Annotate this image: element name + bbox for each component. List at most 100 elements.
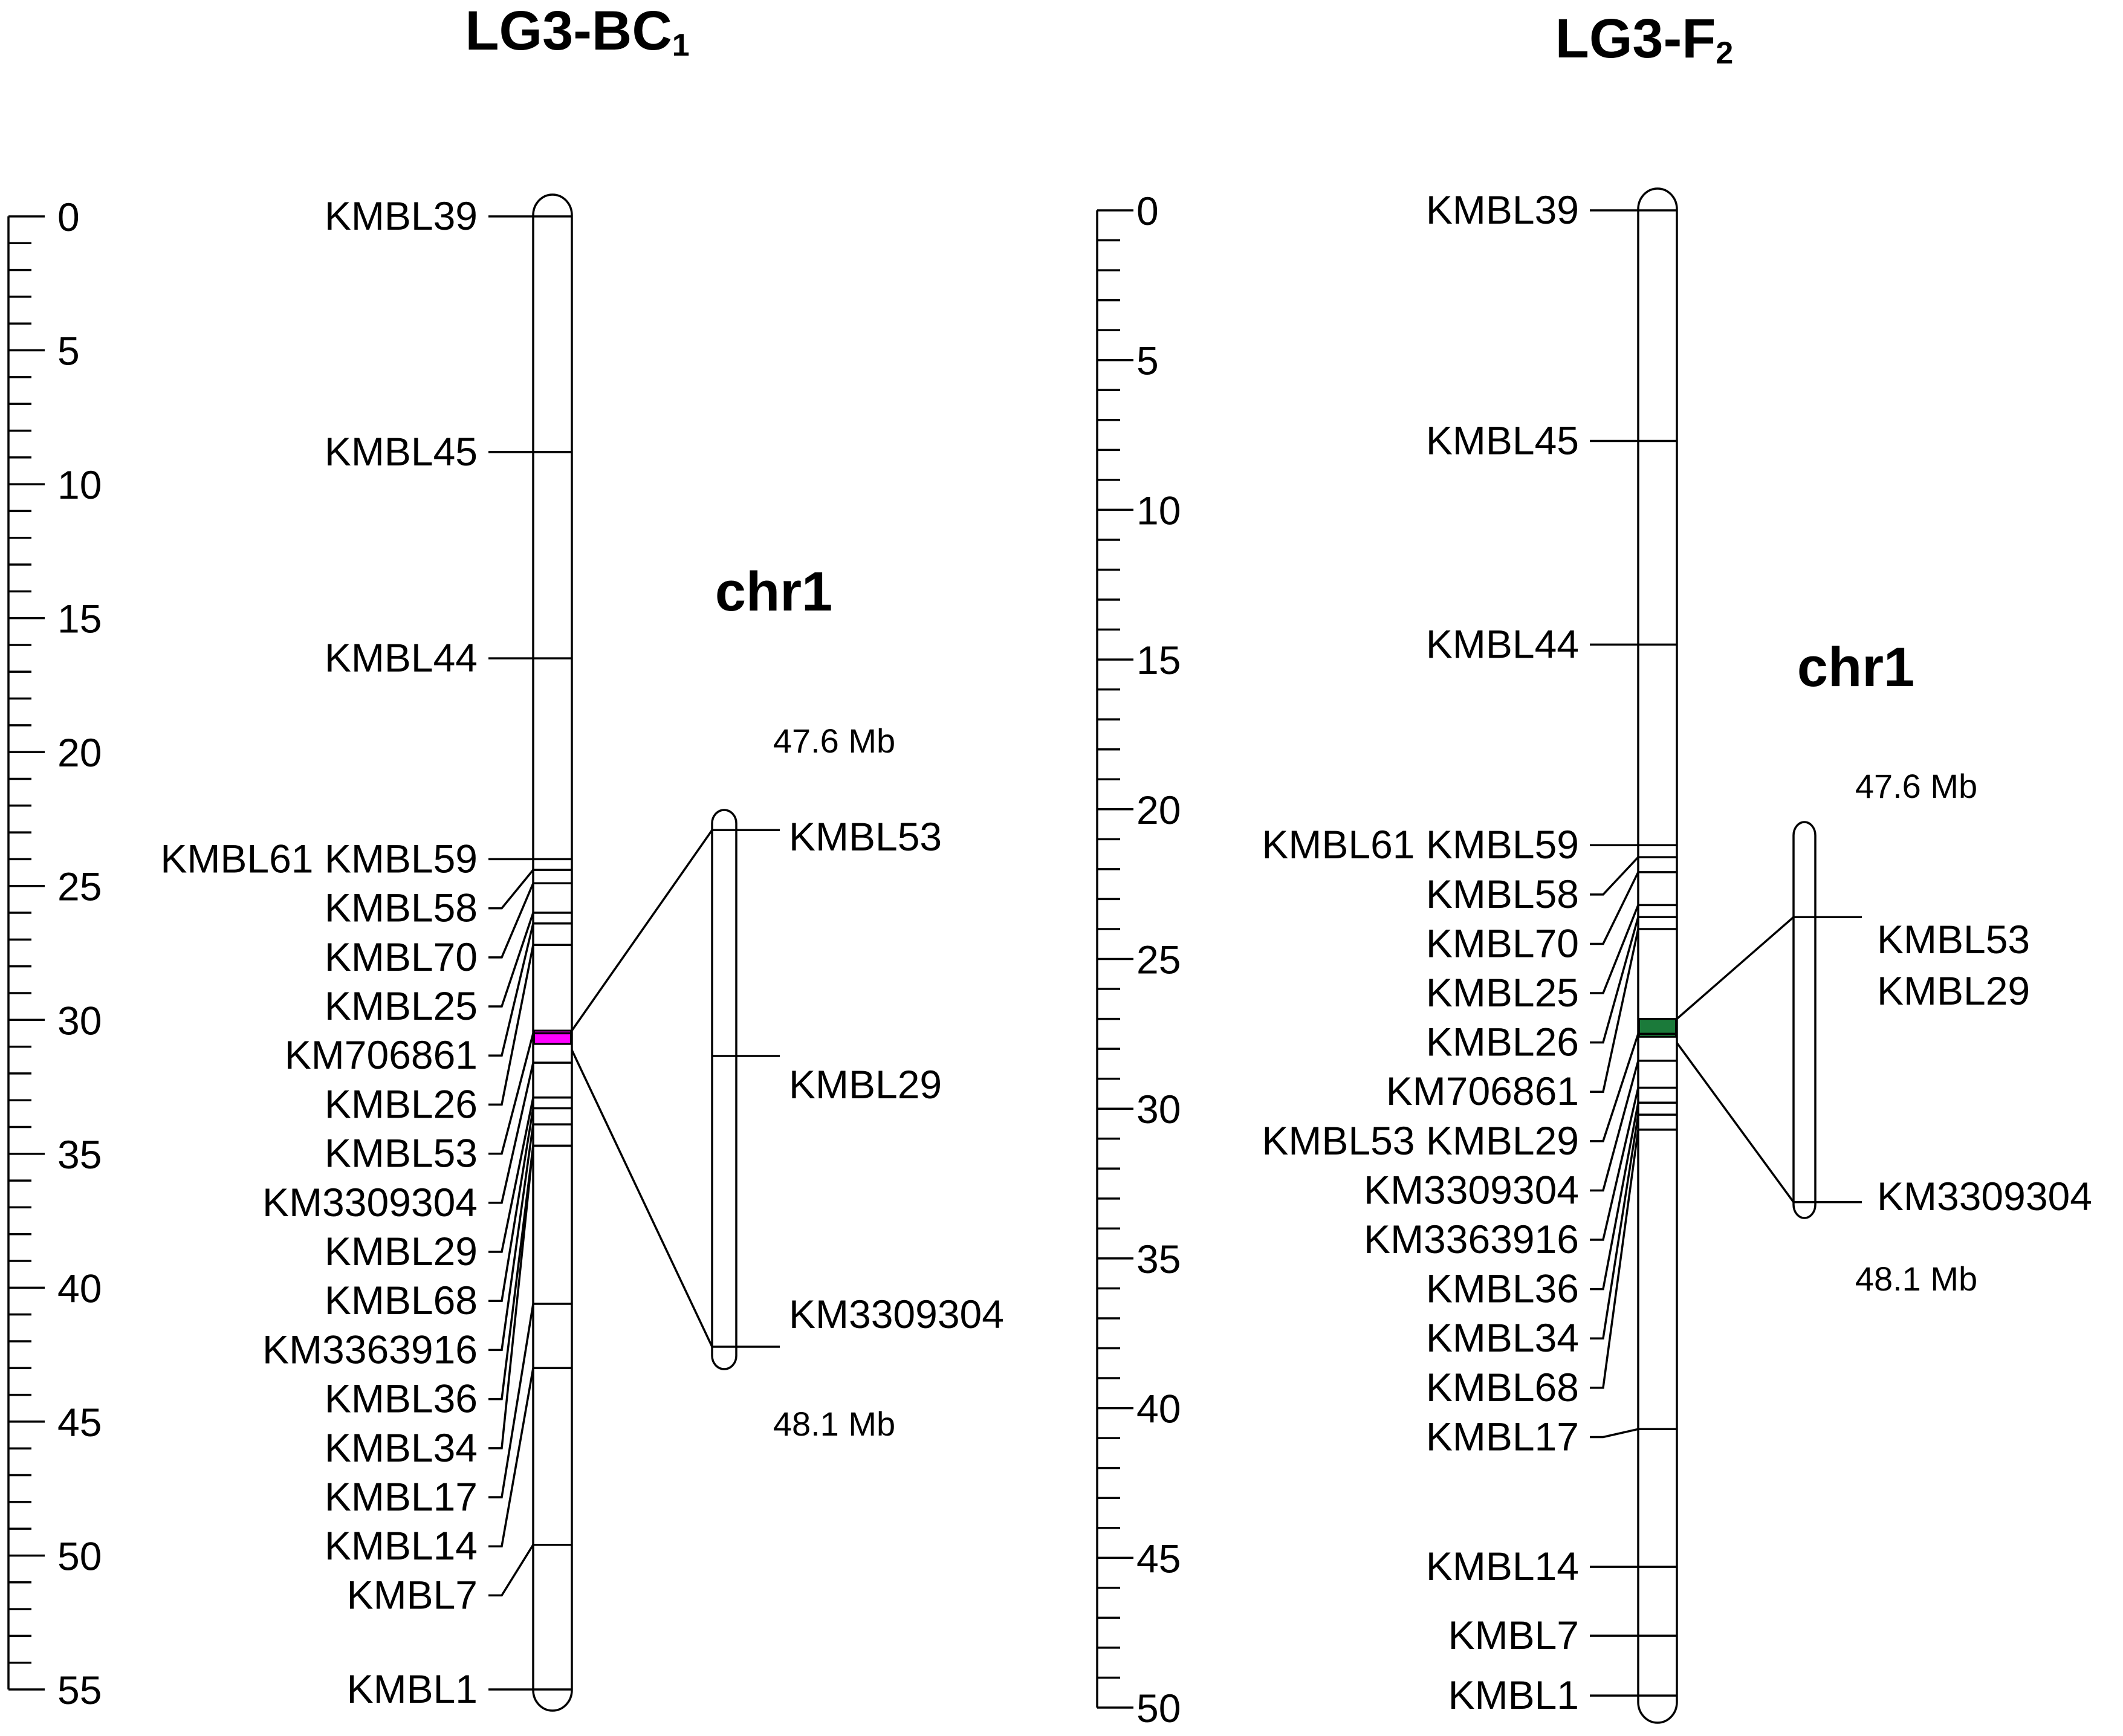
physical-end-label: 48.1 Mb (773, 1405, 895, 1443)
scale-tick-label: 45 (57, 1400, 102, 1445)
marker-connector (488, 883, 534, 959)
physical-chromosome-bar (1792, 821, 1817, 1219)
marker-label: KMBL68 (1426, 1365, 1579, 1410)
zoom-line-top (571, 829, 713, 1031)
scale-tick-label: 40 (57, 1266, 102, 1310)
marker-label: KMBL25 (325, 983, 478, 1028)
marker-label: KMBL45 (1426, 418, 1579, 462)
physical-chromosome-bar (711, 809, 737, 1370)
physical-marker-label: KMBL53 (789, 814, 942, 859)
physical-marker-label: KMBL29 (1877, 968, 2030, 1013)
marker-label: KMBL53 KMBL29 (1262, 1118, 1579, 1163)
marker-connector (1590, 928, 1639, 1093)
marker-label: KMBL26 (1426, 1020, 1579, 1064)
marker-label: KMBL61 KMBL59 (160, 836, 478, 881)
marker-connector (1590, 1114, 1639, 1339)
marker-label: KMBL26 (325, 1081, 478, 1126)
physical-marker-label: KM3309304 (789, 1292, 1004, 1336)
panel-title: LG3-BC1 (465, 0, 689, 63)
marker-label: KMBL1 (347, 1666, 478, 1711)
marker-label: KM3363916 (1364, 1217, 1579, 1262)
marker-label: KMBL25 (1426, 970, 1579, 1015)
marker-label: KMBL44 (1426, 621, 1579, 666)
marker-connector (1590, 916, 1639, 1044)
marker-label: KMBL45 (325, 429, 478, 474)
marker-connector (488, 869, 534, 910)
zoom-line-top (1676, 916, 1795, 1020)
physical-chromosome-title: chr1 (715, 561, 832, 623)
physical-chromosome-title: chr1 (1797, 636, 1914, 698)
marker-label: KMBL61 KMBL59 (1262, 822, 1579, 867)
marker-label: KMBL7 (347, 1572, 478, 1617)
marker-label: KMBL29 (325, 1229, 478, 1274)
scale-tick-label: 35 (1136, 1237, 1181, 1281)
marker-label: KMBL14 (1426, 1544, 1579, 1589)
marker-label: KM706861 (1386, 1069, 1579, 1113)
scale-tick-label: 15 (1136, 638, 1181, 682)
scale-tick-label: 40 (1136, 1387, 1181, 1431)
scale-tick-label: 0 (57, 195, 80, 239)
marker-connector (488, 1108, 534, 1302)
marker-label: KMBL68 (325, 1278, 478, 1323)
scale-tick-label: 25 (1136, 938, 1181, 982)
scale-tick-label: 25 (57, 864, 102, 909)
zoom-line-bottom (571, 1049, 713, 1347)
marker-label: KMBL70 (325, 934, 478, 979)
panel-lg3-f2: LG3-F205101520253035404550KMBL39KMBL45KM… (1096, 8, 2092, 1731)
marker-label: KMBL34 (325, 1425, 478, 1470)
scale-tick-label: 20 (57, 730, 102, 775)
physical-marker-label: KM3309304 (1877, 1174, 2092, 1219)
marker-label: KMBL17 (325, 1474, 478, 1519)
scale-tick-label: 10 (57, 462, 102, 507)
scale-tick-label: 10 (1136, 488, 1181, 533)
zoom-line-bottom (1676, 1042, 1795, 1203)
marker-label: KM3363916 (262, 1327, 478, 1372)
panel-title-subscript: 2 (1716, 36, 1733, 71)
marker-label: KMBL39 (325, 193, 478, 238)
panel-title-subscript: 1 (672, 28, 690, 63)
scale-tick-label: 50 (1136, 1686, 1181, 1731)
panel-title: LG3-F2 (1555, 8, 1734, 71)
marker-label: KMBL1 (1448, 1673, 1579, 1717)
marker-connector (488, 912, 534, 1008)
scale-tick-label: 0 (1136, 189, 1159, 233)
marker-label: KM3309304 (262, 1180, 478, 1225)
marker-label: KMBL7 (1448, 1613, 1579, 1657)
marker-connector (488, 944, 534, 1106)
marker-label: KMBL53 (325, 1131, 478, 1176)
scale-tick-label: 35 (57, 1132, 102, 1177)
linkage-group-bar (1637, 187, 1678, 1724)
linkage-group-bar (532, 193, 573, 1712)
panel-lg3-bc1: LG3-BC10510152025303540455055KMBL39KMBL4… (7, 0, 1004, 1712)
scale-tick-label: 30 (57, 998, 102, 1043)
scale-tick-label: 45 (1136, 1536, 1181, 1581)
marker-connector (1590, 1087, 1639, 1241)
physical-start-label: 47.6 Mb (773, 722, 895, 760)
marker-connector (488, 1145, 534, 1449)
marker-connector (1590, 904, 1639, 994)
scale-tick-label: 50 (57, 1534, 102, 1578)
marker-connector (1590, 1428, 1639, 1439)
marker-connector (1590, 1033, 1639, 1142)
marker-label: KM706861 (285, 1032, 478, 1077)
marker-connector (1590, 856, 1639, 896)
marker-label: KMBL58 (325, 886, 478, 930)
marker-label: KMBL58 (1426, 872, 1579, 916)
marker-label: KMBL39 (1426, 187, 1579, 232)
scale-tick-label: 15 (57, 597, 102, 641)
physical-end-label: 48.1 Mb (1855, 1260, 1977, 1298)
marker-connector (488, 1032, 534, 1155)
marker-label: KMBL36 (1426, 1266, 1579, 1311)
marker-label: KMBL14 (325, 1523, 478, 1568)
physical-marker-label: KMBL53 (1877, 917, 2030, 962)
marker-connector (488, 1367, 534, 1547)
scale-tick-label: 20 (1136, 788, 1181, 832)
scale-tick-label: 30 (1136, 1087, 1181, 1132)
marker-label: KMBL34 (1426, 1315, 1579, 1360)
scale-tick-label: 5 (57, 329, 80, 374)
marker-label: KMBL36 (325, 1376, 478, 1421)
